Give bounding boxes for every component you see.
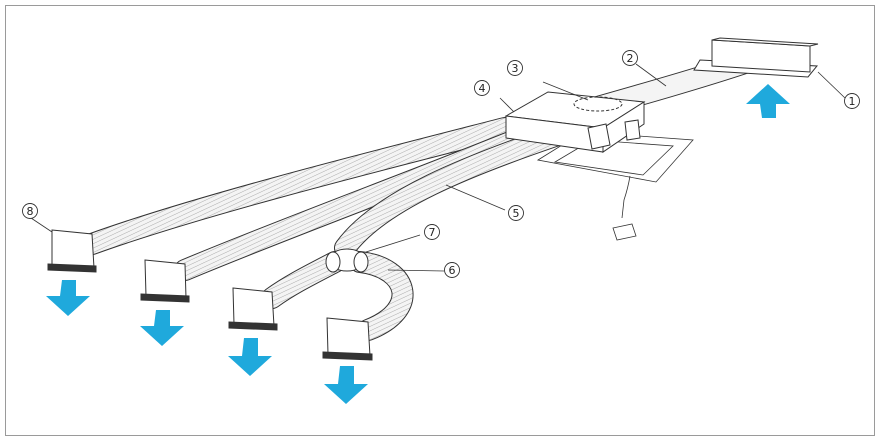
outlet-2 [140, 259, 190, 303]
svg-text:4: 4 [479, 82, 486, 95]
outlet-4 [322, 317, 373, 361]
svg-text:7: 7 [429, 226, 436, 239]
outlet-3 [228, 287, 278, 331]
hoses [81, 51, 759, 341]
callout-6: 6 [444, 262, 460, 278]
y-joint [325, 248, 369, 273]
outlet-arrow-3 [228, 338, 272, 376]
airflow-arrows [46, 84, 790, 404]
svg-text:3: 3 [512, 62, 519, 75]
svg-text:6: 6 [449, 264, 456, 277]
svg-text:5: 5 [513, 207, 520, 220]
callout-8: 8 [22, 203, 38, 219]
unit [693, 37, 819, 78]
callout-2: 2 [622, 50, 638, 66]
svg-text:1: 1 [849, 95, 856, 108]
control-panel [536, 131, 694, 241]
svg-text:8: 8 [27, 205, 34, 218]
intake-arrow [746, 84, 790, 118]
outlet-arrow-4 [324, 366, 368, 404]
outlet-arrow-2 [140, 310, 184, 346]
outlets [47, 229, 373, 361]
callout-4: 4 [474, 80, 490, 96]
callout-3: 3 [507, 60, 523, 76]
svg-text:2: 2 [627, 52, 634, 65]
callouts: 1 2 3 4 5 6 7 8 [22, 50, 860, 278]
chamber [504, 91, 646, 153]
outlet-arrow-1 [46, 280, 90, 316]
callout-5: 5 [508, 205, 524, 221]
callout-7: 7 [424, 224, 440, 240]
callout-1: 1 [844, 93, 860, 109]
outlet-1 [47, 229, 97, 273]
